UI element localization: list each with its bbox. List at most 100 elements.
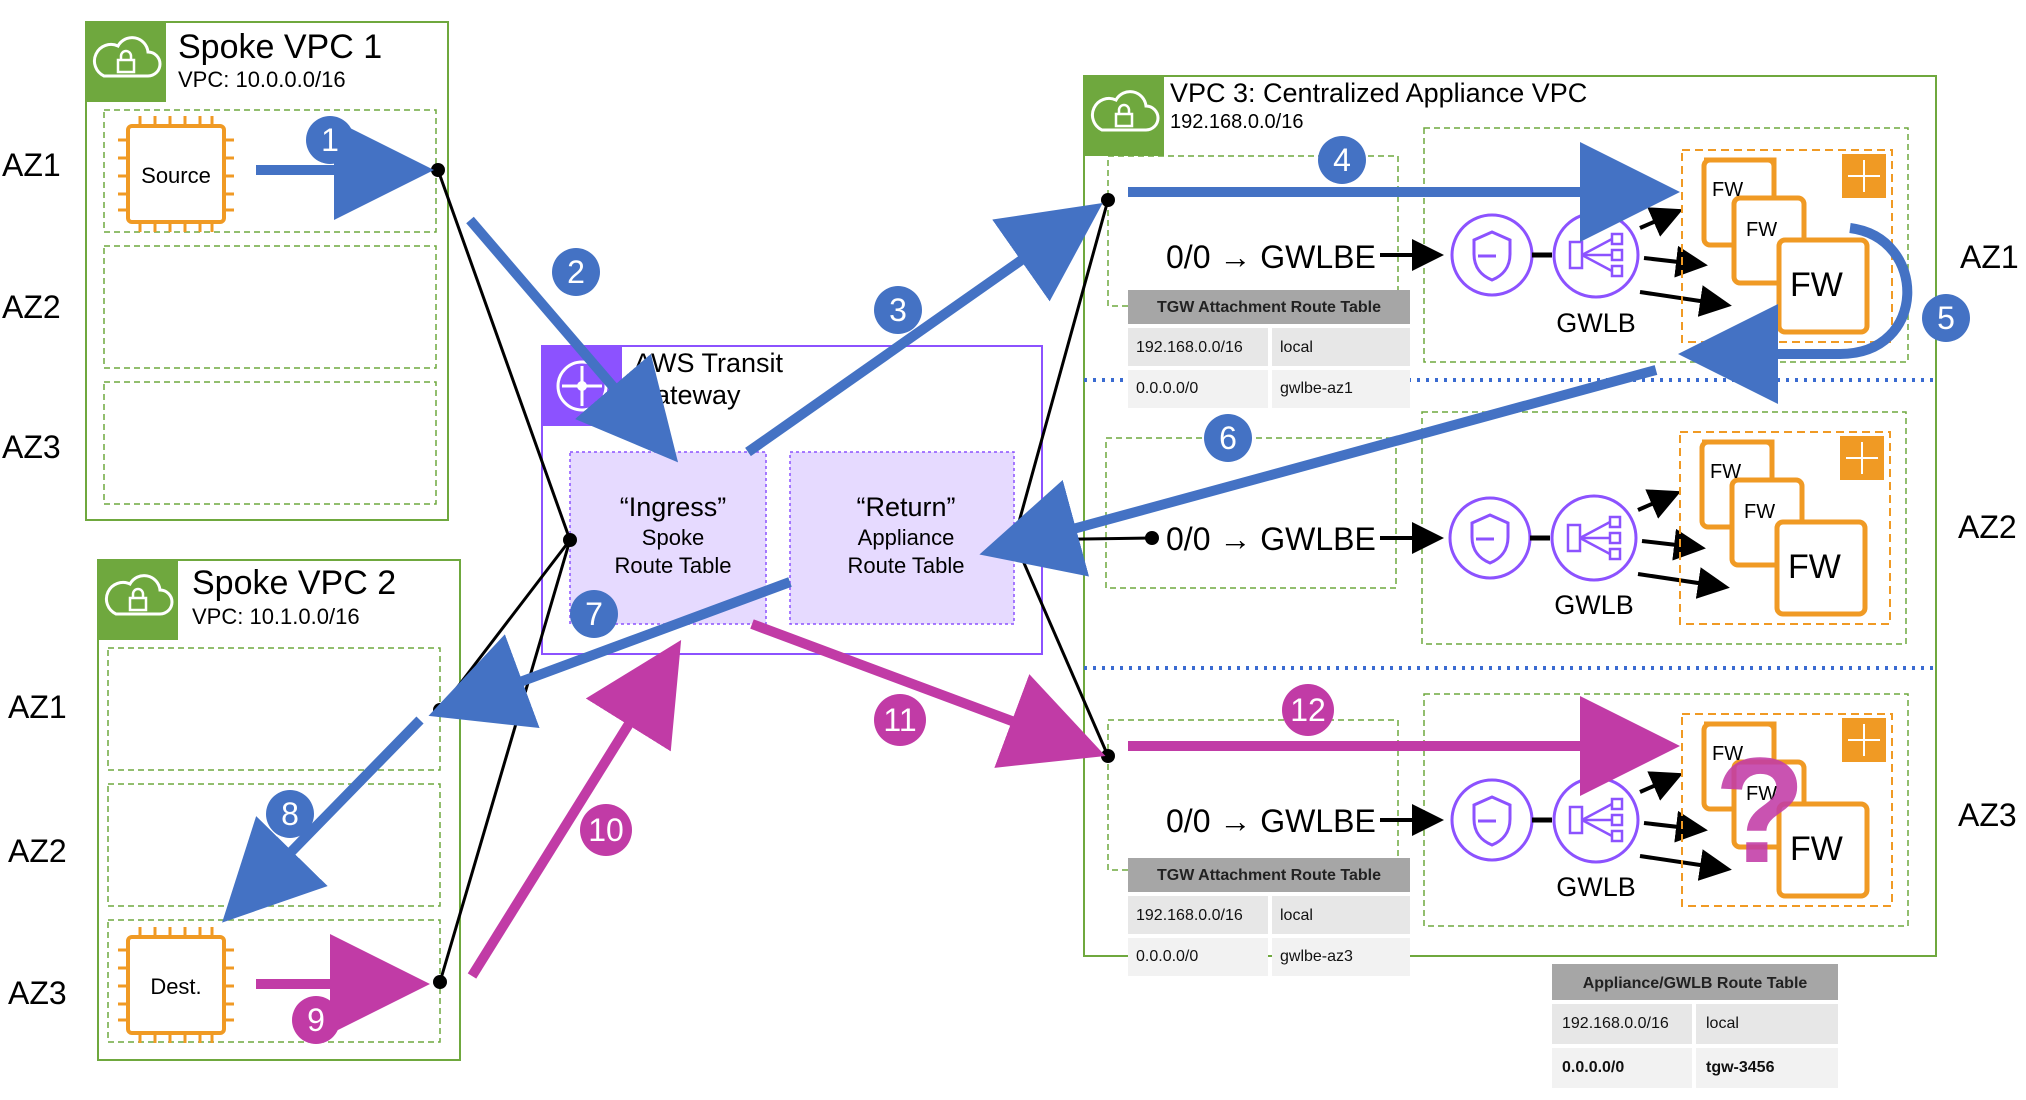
dest-label: Dest. [150, 974, 201, 999]
step-7: 7 [570, 590, 618, 638]
step-8: 8 [266, 790, 314, 838]
subnet-az2 [103, 245, 437, 369]
lock-icon [116, 58, 136, 74]
vpc-cloud-lock-icon [98, 560, 178, 640]
route-label-az2: 0/0 → GWLBE [1166, 521, 1376, 557]
fw-group-az2 [1679, 431, 1891, 625]
blue-flow-arrows [222, 120, 1913, 923]
step-9: 9 [292, 996, 340, 1044]
arrow-5 [1678, 223, 1913, 404]
tgw-title-line2: Gateway [634, 380, 741, 410]
spoke-vpc-2-border [97, 559, 461, 1061]
svg-text:3: 3 [889, 292, 907, 328]
tgw-attachment-route-table-az3: TGW Attachment Route Table 192.168.0.0/1… [1128, 858, 1410, 976]
route-dest: 0.0.0.0/0 [1136, 380, 1198, 397]
gwlb-endpoint-icon [1450, 213, 1534, 297]
source-instance-icon [118, 116, 234, 232]
fw-label: FW [1790, 266, 1843, 304]
spoke-vpc-1-border [85, 21, 449, 521]
spoke-vpc-1: Spoke VPC 1 VPC: 10.0.0.0/16 Source [85, 21, 449, 521]
svg-text:7: 7 [585, 596, 603, 632]
spoke-vpc-2-title: Spoke VPC 2 [192, 564, 396, 602]
arrow-10 [467, 640, 682, 979]
svg-text:1: 1 [321, 122, 339, 158]
vpc-3-cidr: 192.168.0.0/16 [1170, 111, 1303, 133]
route-target: local [1706, 1015, 1739, 1032]
arrow-8 [222, 716, 424, 923]
appliance-row-az1: GWLB FW FW FW [1380, 149, 1893, 343]
step-3: 3 [874, 286, 922, 334]
fw-label: FW [1710, 461, 1741, 483]
fw-label: FW [1746, 219, 1777, 241]
gwlb-endpoint-icon [1448, 496, 1532, 580]
route-table-title: TGW Attachment Route Table [1157, 299, 1381, 316]
svg-text:2: 2 [567, 254, 585, 290]
return-line3: Route Table [847, 553, 964, 578]
route-target: local [1280, 907, 1313, 924]
route-dest: 0.0.0.0/0 [1136, 948, 1198, 965]
gwlb-label: GWLB [1554, 590, 1634, 620]
step-2: 2 [552, 248, 600, 296]
step-6: 6 [1204, 414, 1252, 462]
arrow-3 [745, 203, 1103, 457]
arrow-6 [979, 365, 1658, 577]
tgw-attachment-route-table-az1: TGW Attachment Route Table 192.168.0.0/1… [1128, 290, 1410, 408]
step-badges: 1 2 3 4 5 6 7 8 9 10 11 12 [266, 116, 1970, 1044]
az-label: AZ3 [1958, 797, 2017, 833]
return-line2: Appliance [858, 525, 955, 550]
route-label-az1: 0/0 → GWLBE [1166, 239, 1376, 275]
step-12: 12 [1282, 684, 1334, 736]
fw-label: FW [1712, 179, 1743, 201]
route-label-az3: 0/0 → GWLBE [1166, 803, 1376, 839]
gwlb-icon [1552, 211, 1640, 299]
gwlb-label: GWLB [1556, 308, 1636, 338]
svg-text:5: 5 [1937, 300, 1955, 336]
az-label: AZ1 [1960, 239, 2019, 275]
svg-text:6: 6 [1219, 420, 1237, 456]
tgw-title-line1: AWS Transit [634, 348, 784, 378]
subnet-az3 [103, 381, 437, 505]
step-11: 11 [874, 694, 926, 746]
az-label: AZ2 [8, 833, 67, 869]
fw-label: FW [1790, 830, 1843, 868]
svg-text:9: 9 [307, 1002, 325, 1038]
fw-label: FW [1746, 783, 1777, 805]
question-mark: ? [1714, 726, 1806, 894]
svg-text:12: 12 [1290, 692, 1326, 728]
route-dest: 192.168.0.0/16 [1136, 339, 1243, 356]
appliance-row-az3: GWLB FW FW FW ? [1380, 713, 1893, 907]
return-route-table [789, 451, 1015, 625]
svg-text:8: 8 [281, 796, 299, 832]
route-target: gwlbe-az1 [1280, 380, 1353, 397]
route-target: local [1280, 339, 1313, 356]
route-table-title: TGW Attachment Route Table [1157, 867, 1381, 884]
vpc-3-title: VPC 3: Centralized Appliance VPC [1170, 78, 1587, 108]
appliance-subnet-az1 [1423, 127, 1909, 363]
cloud-icon [92, 36, 162, 78]
step-1: 1 [306, 116, 354, 164]
magenta-flow-arrows [256, 619, 1680, 1034]
svg-text:4: 4 [1333, 142, 1351, 178]
route-dest: 0.0.0.0/0 [1562, 1059, 1624, 1076]
svg-text:11: 11 [883, 702, 916, 738]
dest-instance-icon [118, 927, 234, 1043]
route-target: gwlbe-az3 [1280, 948, 1353, 965]
gwlb-label: GWLB [1556, 872, 1636, 902]
az-label: AZ2 [2, 289, 61, 325]
route-dest: 192.168.0.0/16 [1562, 1015, 1669, 1032]
appliance-row-az2: GWLB FW FW FW [1380, 431, 1891, 625]
spoke-vpc-2-cidr: VPC: 10.1.0.0/16 [192, 604, 360, 629]
gwlb-icon [1550, 494, 1638, 582]
step-10: 10 [580, 804, 632, 856]
route-dest: 192.168.0.0/16 [1136, 907, 1243, 924]
arrow-11 [750, 619, 1106, 768]
vpc-3-appliance: VPC 3: Centralized Appliance VPC 192.168… [1083, 75, 1937, 957]
step-5: 5 [1922, 294, 1970, 342]
az-label: AZ1 [2, 147, 61, 183]
ingress-title: “Ingress” [620, 492, 727, 522]
route-target: tgw-3456 [1706, 1059, 1775, 1076]
az-label: AZ3 [8, 975, 67, 1011]
appliance-gwlb-route-table: Appliance/GWLB Route Table 192.168.0.0/1… [1552, 964, 1838, 1088]
gwlb-icon [1552, 776, 1640, 864]
